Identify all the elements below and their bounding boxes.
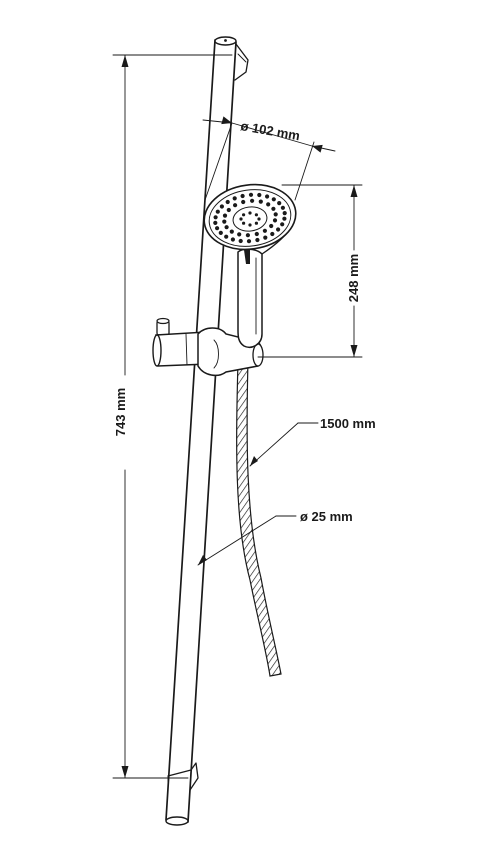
total-height-label: 743 mm	[113, 388, 128, 436]
nozzle	[273, 212, 278, 217]
nozzle	[276, 227, 281, 232]
total-height-dimension: 743 mm	[112, 54, 233, 779]
nozzle	[280, 222, 285, 227]
spray-nozzles	[213, 192, 287, 244]
hose-length-label: 1500 mm	[320, 416, 376, 431]
nozzle	[245, 233, 250, 238]
center-nozzle	[254, 221, 258, 225]
hand-shower	[203, 183, 297, 348]
nozzle	[226, 207, 231, 213]
head-diameter-label: ø 102 mm	[239, 118, 301, 143]
head-height-dimension: 248 mm	[257, 184, 363, 358]
rail-diameter-label: ø 25 mm	[300, 509, 353, 524]
nozzle	[246, 239, 252, 244]
nozzle	[224, 234, 229, 239]
center-nozzle	[248, 223, 252, 227]
nozzle	[271, 197, 276, 202]
nozzle	[271, 206, 276, 211]
nozzle	[232, 196, 237, 201]
nozzle	[237, 232, 242, 237]
rail-diameter-callout: ø 25 mm	[197, 509, 353, 566]
center-nozzle	[254, 213, 258, 217]
nozzle	[224, 225, 229, 230]
nozzle	[258, 199, 263, 204]
nozzle	[222, 213, 228, 218]
nozzle	[233, 203, 238, 208]
nozzle	[265, 194, 270, 199]
nozzle	[280, 205, 285, 210]
nozzle	[266, 202, 271, 207]
center-nozzle	[242, 213, 246, 217]
head-height-label: 248 mm	[346, 254, 361, 302]
center-nozzle	[257, 217, 261, 221]
nozzle	[215, 209, 220, 214]
nozzle	[282, 216, 287, 221]
nozzle	[270, 231, 275, 237]
nozzle	[282, 211, 287, 216]
nozzle	[263, 235, 268, 240]
nozzle	[254, 231, 259, 237]
slide-rail	[165, 36, 249, 826]
nozzle	[225, 199, 230, 205]
nozzle	[248, 192, 254, 197]
nozzle	[255, 237, 260, 243]
slider-holder	[152, 317, 264, 377]
nozzle	[222, 219, 227, 224]
center-nozzle	[239, 217, 243, 221]
nozzle	[250, 198, 255, 203]
nozzle	[230, 237, 235, 242]
center-nozzle	[242, 221, 246, 225]
nozzle	[262, 228, 267, 233]
nozzle	[257, 192, 262, 198]
nozzle	[218, 230, 223, 235]
nozzle	[213, 215, 218, 220]
nozzle	[213, 220, 218, 225]
nozzle	[215, 226, 220, 231]
hose-length-callout: 1500 mm	[249, 416, 376, 467]
nozzle	[219, 204, 224, 209]
nozzle	[241, 199, 246, 205]
nozzle	[269, 223, 274, 229]
center-nozzle	[248, 211, 252, 215]
nozzle	[277, 201, 282, 206]
nozzle	[238, 238, 243, 244]
nozzle	[229, 229, 234, 234]
nozzle	[272, 218, 278, 223]
nozzle	[240, 193, 245, 199]
shower-hose	[236, 359, 282, 677]
